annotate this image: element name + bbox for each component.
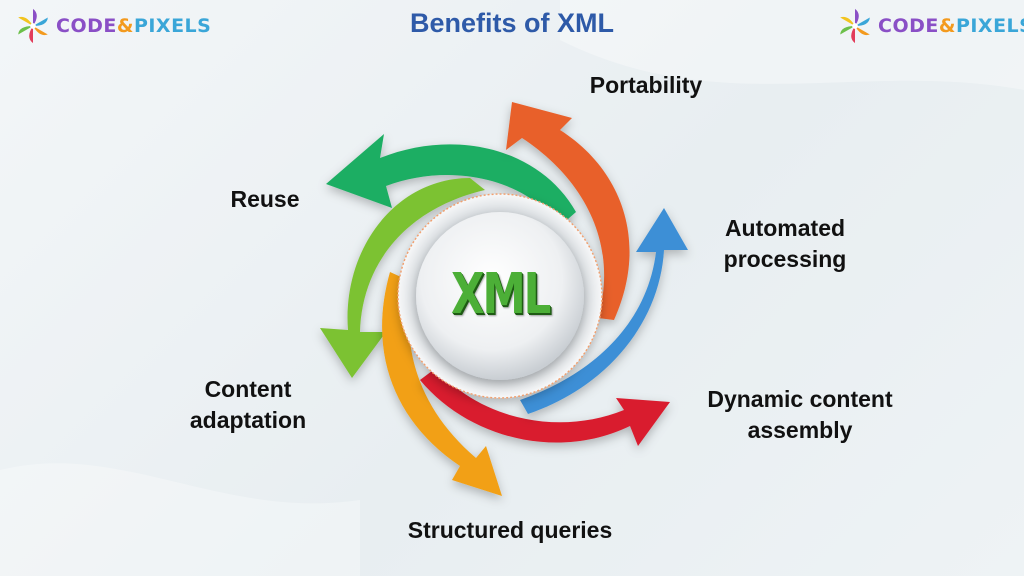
- dynamic-content-assembly-arrow: [420, 368, 670, 446]
- center-disc: [416, 212, 584, 380]
- benefit-label-structured-queries: Structured queries: [407, 517, 613, 543]
- pinwheel-logo-icon: [18, 8, 48, 44]
- reuse-arrow: [326, 134, 576, 226]
- portability-arrow: [506, 102, 630, 320]
- brand-logo-right: CODE&PIXELS: [836, 6, 1024, 46]
- page-title: Benefits of XML: [409, 8, 614, 38]
- brand-logo-left: CODE&PIXELS: [14, 6, 211, 46]
- benefit-label-reuse: Reuse: [230, 186, 300, 212]
- automated-processing-arrow: [520, 208, 688, 414]
- center-xml-label: XML: [451, 262, 551, 327]
- content-adaptation-arrow: [320, 178, 485, 378]
- structured-queries-arrow: [382, 272, 502, 496]
- benefit-label-portability: Portability: [589, 72, 703, 98]
- brand-logo-text: CODE&PIXELS: [56, 15, 212, 37]
- pinwheel-logo-icon: [840, 8, 870, 44]
- brand-logo-text: CODE&PIXELS: [878, 15, 1024, 37]
